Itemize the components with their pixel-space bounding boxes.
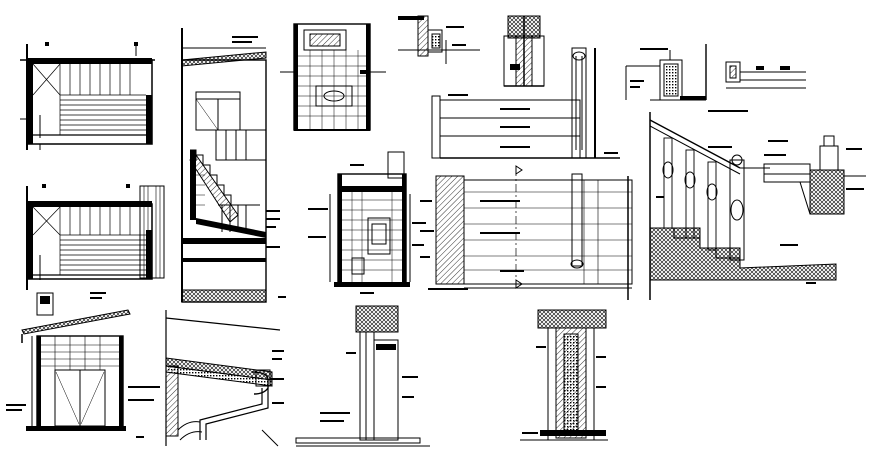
slab-edge-detail-a xyxy=(625,44,707,101)
canopy-elevation xyxy=(6,292,160,438)
eaves-gutter-detail xyxy=(165,310,284,447)
stair-plan-lower xyxy=(26,184,165,290)
wall-detail-b xyxy=(503,15,545,87)
stair-baluster-section xyxy=(649,112,837,300)
stair-plan-upper xyxy=(20,42,155,150)
wall-detail-a xyxy=(398,15,480,64)
railing-elevation xyxy=(420,165,633,300)
balustrade-elevation xyxy=(431,47,620,159)
bathroom-elevation-a xyxy=(280,23,386,131)
stair-section xyxy=(181,28,286,303)
bathroom-elevation-b xyxy=(308,151,426,294)
column-section-b xyxy=(520,309,608,441)
column-section-a xyxy=(295,305,430,447)
slab-edge-detail-b xyxy=(708,61,806,112)
landing-detail xyxy=(763,135,866,215)
